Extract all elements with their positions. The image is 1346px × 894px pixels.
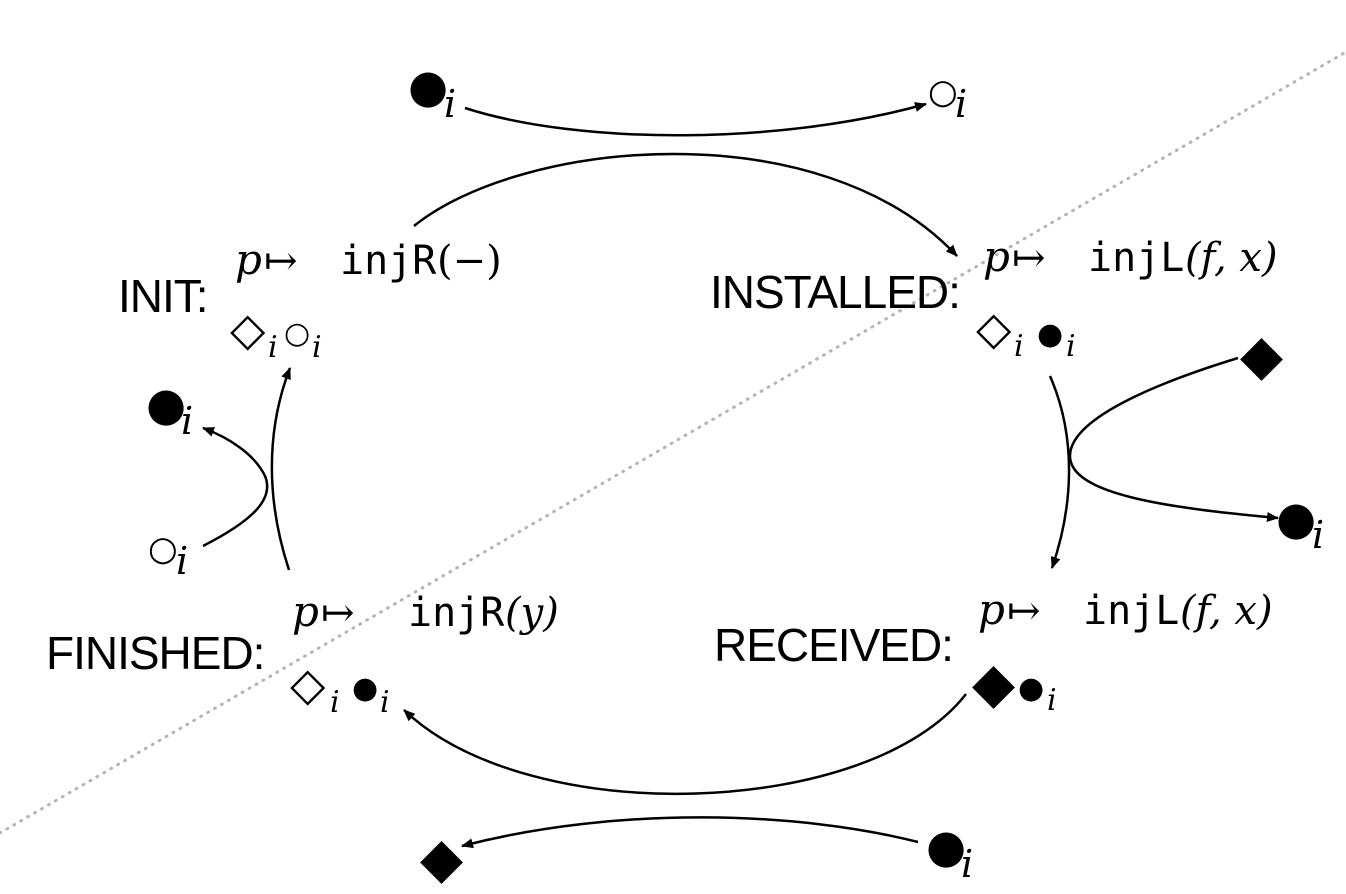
filled-diamond-icon: ◆ <box>972 651 1015 716</box>
hollow-circle-icon: ○ <box>284 316 310 351</box>
filled-circle-icon: ● <box>1018 671 1044 706</box>
state-init-heap: p ↦ injR (−) <box>235 235 502 284</box>
filled-circle-icon: ● <box>408 59 448 113</box>
token-subscript: i <box>181 399 193 443</box>
state-init-label: INIT: <box>118 270 208 322</box>
arrow-installed-to-received <box>1048 375 1071 569</box>
token-subscript: i <box>312 330 322 365</box>
state-installed-tokens: ◇ i ● i <box>976 301 1076 364</box>
hollow-diamond-icon: ◇ <box>230 302 266 356</box>
token-subscript: i <box>1312 513 1324 557</box>
hollow-circle-icon: ○ <box>928 72 958 112</box>
heap-constructor: injR <box>340 238 437 284</box>
state-received: RECEIVED: p ↦ injL (f, x) ◆ ● i <box>714 585 1273 718</box>
state-installed-label: INSTALLED: <box>710 266 960 318</box>
transition-installed-to-received: ◆ ● i <box>1048 323 1324 569</box>
heap-args: (y) <box>505 590 559 636</box>
heap-constructor: injR <box>408 590 505 636</box>
filled-diamond-icon: ◆ <box>1240 323 1283 388</box>
arrow-init-to-installed <box>413 152 958 257</box>
mapsto-symbol: ↦ <box>264 238 298 284</box>
state-finished-heap: p ↦ injR (y) <box>292 587 559 636</box>
hollow-circle-icon: ○ <box>148 529 178 569</box>
token-subscript: i <box>955 82 967 126</box>
arrow-finished-to-init <box>270 367 292 571</box>
state-finished-tokens: ◇ i ● i <box>290 657 390 720</box>
token-subscript: i <box>268 330 278 365</box>
mapsto-symbol: ↦ <box>321 590 355 636</box>
heap-pointer: p <box>978 585 1005 634</box>
hollow-diamond-icon: ◇ <box>290 657 326 711</box>
token-subscript: i <box>330 685 340 720</box>
transition-received-to-finished: ● i ◆ <box>403 693 973 891</box>
hollow-diamond-icon: ◇ <box>976 301 1012 355</box>
token-subscript: i <box>961 842 973 886</box>
heap-constructor: injL <box>1088 235 1184 281</box>
filled-circle-icon: ● <box>1276 491 1316 545</box>
heap-constructor: injL <box>1083 588 1179 634</box>
token-subscript: i <box>1047 683 1057 718</box>
filled-circle-icon: ● <box>146 377 186 431</box>
token-subscript: i <box>1066 329 1076 364</box>
state-received-heap: p ↦ injL (f, x) <box>978 585 1273 634</box>
transition-finished-to-init: ○ i ● i <box>146 367 292 583</box>
token-subscript: i <box>380 685 390 720</box>
state-finished-label: FINISHED: <box>46 627 264 679</box>
state-finished: FINISHED: p ↦ injR (y) ◇ i ● i <box>46 587 559 720</box>
state-installed: INSTALLED: p ↦ injL (f, x) ◇ i ● i <box>710 232 1278 364</box>
filled-diamond-icon: ◆ <box>420 826 463 891</box>
heap-args: (−) <box>437 238 502 284</box>
state-init: INIT: p ↦ injR (−) ◇ i ○ i <box>118 235 502 365</box>
heap-args: (f, x) <box>1180 588 1273 634</box>
transition-init-to-installed: ● i ○ i <box>408 59 967 257</box>
arrow-top-token-exchange <box>464 102 927 137</box>
state-installed-heap: p ↦ injL (f, x) <box>983 232 1278 281</box>
filled-circle-icon: ● <box>1037 317 1063 352</box>
arrow-bottom-token-exchange <box>461 816 919 849</box>
diagonal-divider <box>0 50 1346 835</box>
state-init-tokens: ◇ i ○ i <box>230 302 322 365</box>
arrow-received-to-finished <box>403 693 967 796</box>
mapsto-symbol: ↦ <box>1012 235 1046 281</box>
token-subscript: i <box>176 539 188 583</box>
arrow-left-token-exchange <box>202 426 269 548</box>
mapsto-symbol: ↦ <box>1007 588 1041 634</box>
heap-pointer: p <box>292 587 319 636</box>
filled-circle-icon: ● <box>926 819 966 873</box>
heap-pointer: p <box>983 232 1010 281</box>
token-subscript: i <box>1014 329 1024 364</box>
arrow-right-token-exchange <box>1068 356 1279 522</box>
state-received-label: RECEIVED: <box>714 619 953 671</box>
state-received-tokens: ◆ ● i <box>972 651 1057 718</box>
token-subscript: i <box>444 82 456 126</box>
heap-pointer: p <box>235 235 262 284</box>
heap-args: (f, x) <box>1185 235 1278 281</box>
filled-circle-icon: ● <box>352 671 378 706</box>
